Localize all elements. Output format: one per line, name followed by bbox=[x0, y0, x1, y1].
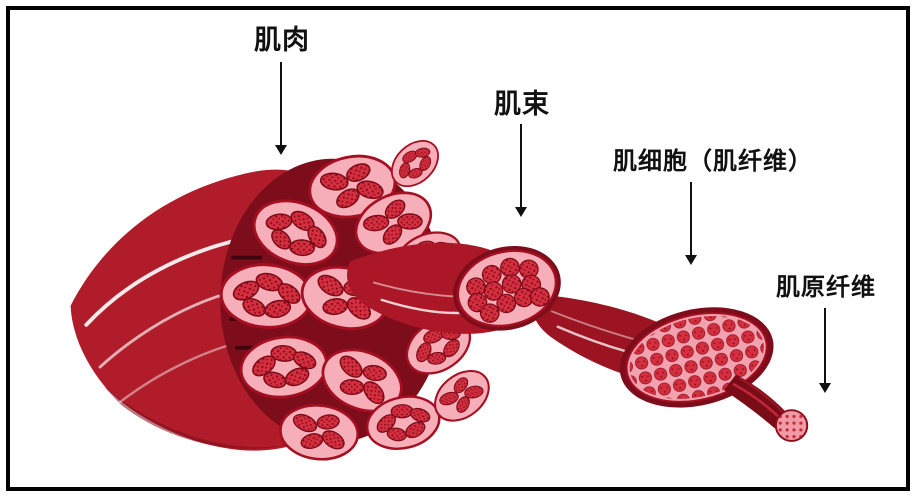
arrow-down-myofibril-icon bbox=[819, 308, 831, 393]
diagram-frame: 肌肉 肌束 肌细胞（肌纤维） 肌原纤维 bbox=[6, 6, 910, 491]
arrow-down-fascicle-icon bbox=[515, 124, 527, 217]
myofibril-strand bbox=[724, 374, 809, 442]
myofibril-tip-cross-section bbox=[774, 409, 809, 442]
label-muscle-cell: 肌细胞（肌纤维） bbox=[613, 147, 813, 175]
label-muscle: 肌肉 bbox=[254, 25, 310, 56]
fascicle-cross-section bbox=[452, 245, 561, 331]
fascicle-bundle-cross-sections bbox=[219, 137, 490, 461]
label-myofibril: 肌原纤维 bbox=[776, 273, 876, 301]
label-fascicle: 肌束 bbox=[494, 89, 550, 120]
arrow-down-muscle-icon bbox=[275, 62, 287, 155]
muscle-anatomy-illustration bbox=[70, 137, 809, 461]
arrow-down-muscle-cell-icon bbox=[685, 182, 697, 265]
